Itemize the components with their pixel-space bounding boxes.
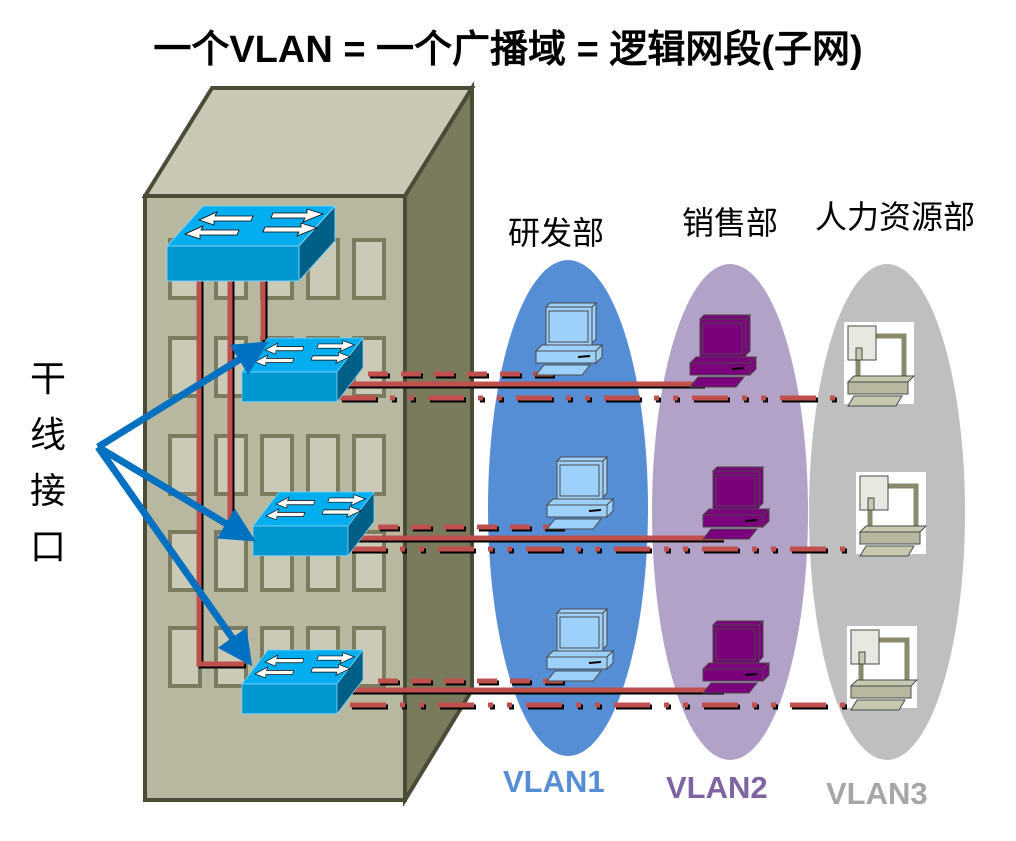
keyboard xyxy=(701,682,759,694)
pc-vlan3-2[interactable] xyxy=(856,472,928,557)
monitor-top xyxy=(555,608,609,614)
keyboard xyxy=(545,670,603,682)
pc-vlan2-1[interactable] xyxy=(688,313,758,388)
monitor-screen xyxy=(559,616,600,649)
pc-base-top xyxy=(545,498,615,506)
building-window xyxy=(168,434,202,496)
trunk-arrows xyxy=(95,341,269,667)
trunk-label-char: 接 xyxy=(29,471,66,512)
trunk-arrow-1 xyxy=(96,341,269,450)
monitor-top xyxy=(555,456,609,462)
monitor-top xyxy=(711,466,765,472)
disk-slot xyxy=(858,651,866,665)
pc-base xyxy=(689,362,751,376)
drive-slot xyxy=(588,661,602,664)
drive-slot xyxy=(731,367,745,370)
monitor-side xyxy=(602,607,608,651)
pc-base-top xyxy=(545,650,615,658)
pc-base xyxy=(702,668,764,682)
trunk-interface-label: 干 线 接 口 xyxy=(28,352,68,576)
pc-vlan2-3[interactable] xyxy=(701,619,771,694)
pc-base xyxy=(546,504,608,518)
pc-base-top xyxy=(701,508,771,516)
pc-base-top xyxy=(849,679,919,687)
trunk-label-char: 口 xyxy=(29,527,66,568)
building-window xyxy=(352,238,386,300)
pc-base xyxy=(546,656,608,670)
pc-base xyxy=(850,685,912,699)
monitor-screen xyxy=(715,628,756,661)
vlan2-label: VLAN2 xyxy=(666,770,768,805)
drive-slot xyxy=(577,355,591,358)
pc-base-top xyxy=(701,662,771,670)
monitor-top xyxy=(698,314,752,320)
department-label-sales: 销售部 xyxy=(682,204,779,242)
monitor-top xyxy=(711,620,765,626)
monitor-screen xyxy=(715,474,756,507)
drive-slot xyxy=(744,673,758,676)
pc-vlan1-1[interactable] xyxy=(534,301,604,376)
keyboard xyxy=(688,376,746,388)
disk-slot xyxy=(855,347,863,361)
keyboard xyxy=(859,545,915,557)
trunk-arrow-3 xyxy=(95,444,253,667)
monitor-screen xyxy=(548,310,589,343)
pc-base-top xyxy=(846,375,916,383)
pc-vlan1-3[interactable] xyxy=(545,607,615,682)
monitor-side xyxy=(758,465,764,509)
drive-slot xyxy=(588,509,602,512)
pc-base-top xyxy=(534,344,604,352)
pc-vlan2-2[interactable] xyxy=(701,465,771,540)
pc-vlan3-3[interactable] xyxy=(847,626,919,711)
keyboard xyxy=(847,395,903,407)
pc-base-top xyxy=(688,356,758,364)
monitor-side xyxy=(591,301,597,345)
vlan1-label: VLAN1 xyxy=(503,764,605,799)
pc-base xyxy=(859,531,921,545)
keyboard xyxy=(701,528,759,540)
building-window xyxy=(306,434,340,496)
monitor-side xyxy=(758,619,764,663)
keyboard xyxy=(534,364,592,376)
pc-vlan1-2[interactable] xyxy=(545,455,615,530)
department-label-hr: 人力资源部 xyxy=(815,198,976,236)
keyboard xyxy=(850,699,906,711)
department-label-rd: 研发部 xyxy=(508,214,605,252)
monitor-screen xyxy=(559,464,600,497)
monitor-screen xyxy=(702,322,743,355)
building-window xyxy=(352,434,386,496)
trunk-arrow-2 xyxy=(96,443,256,542)
pc-base-top xyxy=(858,525,928,533)
keyboard xyxy=(545,518,603,530)
access-cables xyxy=(340,371,864,710)
building-window xyxy=(260,434,294,496)
trunk-label-char: 线 xyxy=(29,415,66,456)
drive-slot xyxy=(744,519,758,522)
monitor-side xyxy=(602,455,608,499)
diagram-title: 一个VLAN = 一个广播域 = 逻辑网段(子网) xyxy=(153,29,863,71)
workstations xyxy=(534,301,928,711)
monitor-top xyxy=(544,302,598,308)
disk-slot xyxy=(867,497,875,511)
building-window xyxy=(214,530,248,592)
pc-vlan3-1[interactable] xyxy=(844,322,916,407)
pc-base xyxy=(847,381,909,395)
trunk-label-char: 干 xyxy=(29,359,66,400)
vlan3-label: VLAN3 xyxy=(826,776,928,811)
pc-base xyxy=(535,350,597,364)
pc-base xyxy=(702,514,764,528)
monitor-side xyxy=(745,313,751,357)
building-window xyxy=(168,626,202,688)
